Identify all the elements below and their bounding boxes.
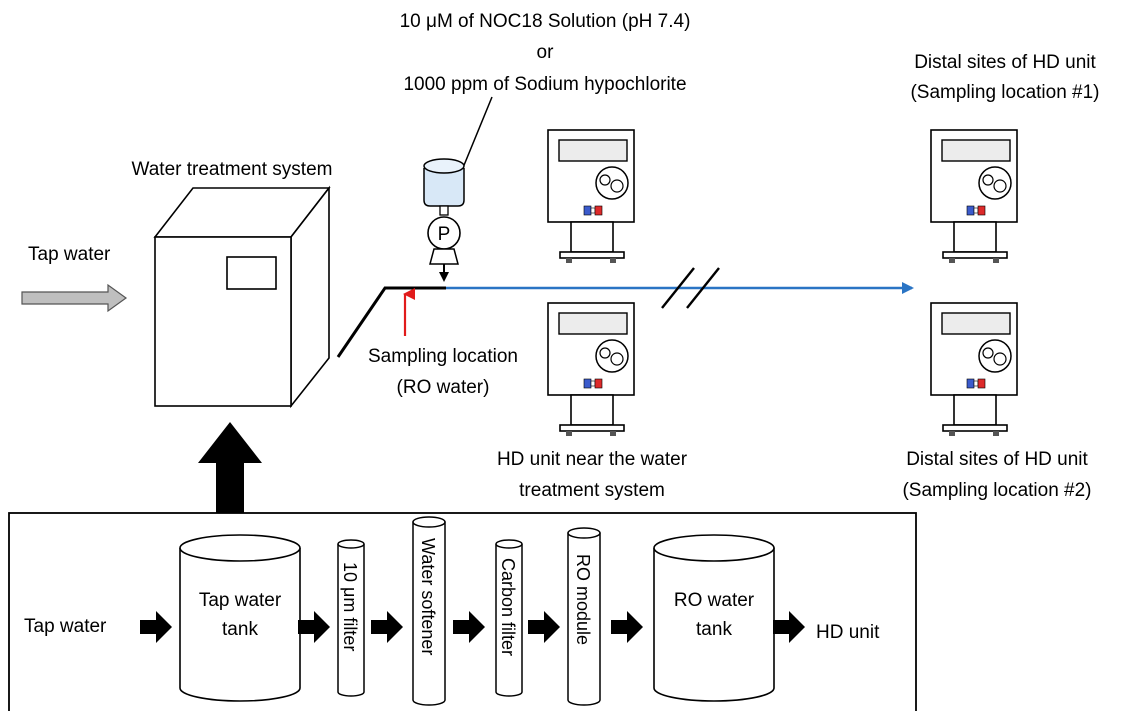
- pipe-break-mark: [661, 267, 720, 309]
- hd-unit-near-bottom: [547, 302, 635, 437]
- process-to-system-arrow: [198, 422, 262, 513]
- 10um-filter-label: 10 μm filter: [340, 562, 360, 651]
- ro-water-tank-label-line2: tank: [696, 619, 732, 640]
- process-flow-box: [8, 512, 917, 711]
- solution-label-line1: 10 μM of NOC18 Solution (pH 7.4): [400, 11, 691, 32]
- flow-arrow-6: [611, 611, 643, 643]
- hd-unit-distal-1: [930, 129, 1018, 264]
- ro-water-tank-label-line1: RO water: [674, 590, 755, 611]
- hd-unit-near-label-line2: treatment system: [519, 480, 665, 501]
- flow-arrow-7: [773, 611, 805, 643]
- ro-outlet-pipe: [336, 286, 446, 358]
- water-treatment-system-label: Water treatment system: [132, 159, 333, 180]
- water-treatment-system-box: [153, 185, 331, 409]
- distal-site-1-label-line1: Distal sites of HD unit: [914, 52, 1096, 73]
- solution-leader-line: [459, 96, 493, 176]
- flow-arrow-1: [140, 611, 172, 643]
- sampling-location-label-line1: Sampling location: [368, 346, 518, 367]
- sampling-location-label-line2: (RO water): [397, 377, 490, 398]
- carbon-filter-label: Carbon filter: [498, 558, 518, 656]
- solution-bottle: [423, 158, 465, 216]
- distal-site-2-label-line1: Distal sites of HD unit: [906, 449, 1088, 470]
- pump-symbol-label: P: [438, 224, 451, 245]
- carbon-filter-column: [495, 539, 523, 697]
- solution-label-line3: 1000 ppm of Sodium hypochlorite: [403, 74, 686, 95]
- flow-arrow-5: [528, 611, 560, 643]
- flow-arrow-2: [298, 611, 330, 643]
- process-output-label: HD unit: [816, 622, 880, 643]
- control-panel-window: [226, 256, 277, 290]
- water-softener-label: Water softener: [418, 538, 438, 655]
- tap-water-inlet-label: Tap water: [28, 244, 111, 265]
- hd-unit-near-label-line1: HD unit near the water: [497, 449, 688, 470]
- 10um-filter-column: [337, 539, 365, 697]
- tap-water-inlet-arrow: [21, 283, 128, 313]
- tap-water-tank-label-line2: tank: [222, 619, 258, 640]
- hd-unit-near-top: [547, 129, 635, 264]
- ro-module-column: [567, 527, 601, 706]
- ro-module-label: RO module: [573, 554, 593, 645]
- tap-water-tank: [179, 534, 301, 702]
- water-softener-column: [412, 516, 446, 706]
- flow-arrow-4: [453, 611, 485, 643]
- process-input-label: Tap water: [24, 616, 107, 637]
- distal-site-2-label-line2: (Sampling location #2): [902, 480, 1091, 501]
- tap-water-tank-label-line1: Tap water: [199, 590, 282, 611]
- injection-pump: P: [427, 216, 461, 282]
- ro-water-tank: [653, 534, 775, 702]
- distal-site-1-label-line2: (Sampling location #1): [910, 82, 1099, 103]
- flow-arrow-3: [371, 611, 403, 643]
- solution-label-or: or: [537, 42, 555, 63]
- hd-unit-distal-2: [930, 302, 1018, 437]
